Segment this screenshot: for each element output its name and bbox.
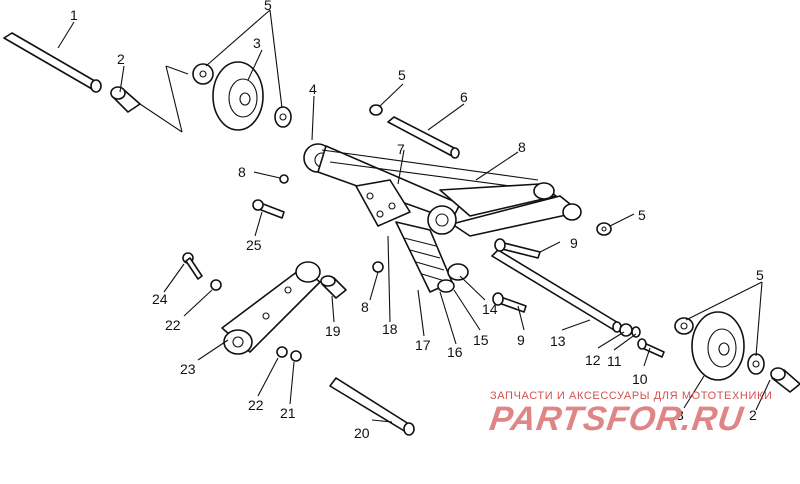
callout-22-lower: 22 <box>248 397 264 413</box>
callout-6: 6 <box>460 89 468 105</box>
link-arm-part-23 <box>221 261 321 355</box>
watermark-logo: PARTSFOR.RU <box>487 400 747 438</box>
shaft-part-1 <box>3 32 102 93</box>
leader-lines <box>57 9 771 423</box>
bushing-part-2-bottom <box>770 367 800 393</box>
bolt-part-24 <box>182 252 203 280</box>
washers-part-11-12 <box>619 323 641 338</box>
callout-5-bottom: 5 <box>756 267 764 283</box>
callout-2-bottom: 2 <box>749 407 757 423</box>
callout-25: 25 <box>246 237 262 253</box>
callout-2-top: 2 <box>117 51 125 67</box>
callout-16: 16 <box>447 344 463 360</box>
callout-11: 11 <box>607 353 622 369</box>
callout-8-lower: 8 <box>361 299 369 315</box>
callout-9-lower: 9 <box>517 332 525 348</box>
bushing-part-19 <box>320 275 347 299</box>
bushing-part-2-top <box>110 86 141 113</box>
callout-3-top: 3 <box>253 35 261 51</box>
idler-wheel-part-3-top <box>192 61 292 131</box>
bolt-part-10 <box>637 338 665 358</box>
callout-24: 24 <box>152 291 168 307</box>
callout-23: 23 <box>180 361 196 377</box>
watermark: ЗАПЧАСТИ И АКСЕССУАРЫ ДЛЯ МОТОТЕХНИКИ PA… <box>487 390 790 439</box>
callout-17: 17 <box>415 337 431 353</box>
callout-19: 19 <box>325 323 341 339</box>
bolt-part-9-lower <box>492 292 527 313</box>
callout-5-right: 5 <box>638 207 646 223</box>
washer-part-22-upper <box>210 279 222 291</box>
nut-part-8-lower <box>372 261 384 273</box>
callout-21: 21 <box>280 405 296 421</box>
callout-1: 1 <box>70 7 78 23</box>
washer-part-22-lower <box>276 346 288 358</box>
callout-9-upper: 9 <box>570 235 578 251</box>
callout-15: 15 <box>473 332 489 348</box>
bolt-part-9-upper <box>494 238 541 259</box>
callout-14: 14 <box>482 301 498 317</box>
idler-wheel-part-3-bottom <box>674 311 765 381</box>
shaft-part-13 <box>491 249 622 333</box>
callout-13: 13 <box>550 333 566 349</box>
callout-5-shaft: 5 <box>398 67 406 83</box>
callout-12: 12 <box>585 352 601 368</box>
callout-labels: 1 2 2 3 3 4 5 5 5 5 6 7 8 8 8 9 9 10 11 … <box>70 0 764 441</box>
callout-22-upper: 22 <box>165 317 181 333</box>
callout-7: 7 <box>397 141 405 157</box>
shaft-part-6 <box>369 104 460 159</box>
nut-part-21 <box>290 350 302 362</box>
callout-4: 4 <box>309 81 317 97</box>
callout-3-bottom: 3 <box>676 407 684 423</box>
bracket-part-7 <box>355 179 411 227</box>
nut-part-8-upper <box>279 174 289 184</box>
shaft-part-20 <box>329 377 415 436</box>
callout-10: 10 <box>632 371 648 387</box>
shock-spring-part-16 <box>395 221 469 293</box>
callout-20: 20 <box>354 425 370 441</box>
callout-5-top: 5 <box>264 0 272 13</box>
callout-18: 18 <box>382 321 398 337</box>
torque-arm-part-8 <box>427 182 582 237</box>
washer-part-5-mid <box>596 222 612 236</box>
callout-8-right: 8 <box>518 139 526 155</box>
callout-8-left: 8 <box>238 164 246 180</box>
bolt-part-25 <box>252 199 285 219</box>
watermark-tagline: ЗАПЧАСТИ И АКСЕССУАРЫ ДЛЯ МОТОТЕХНИКИ <box>490 390 773 402</box>
